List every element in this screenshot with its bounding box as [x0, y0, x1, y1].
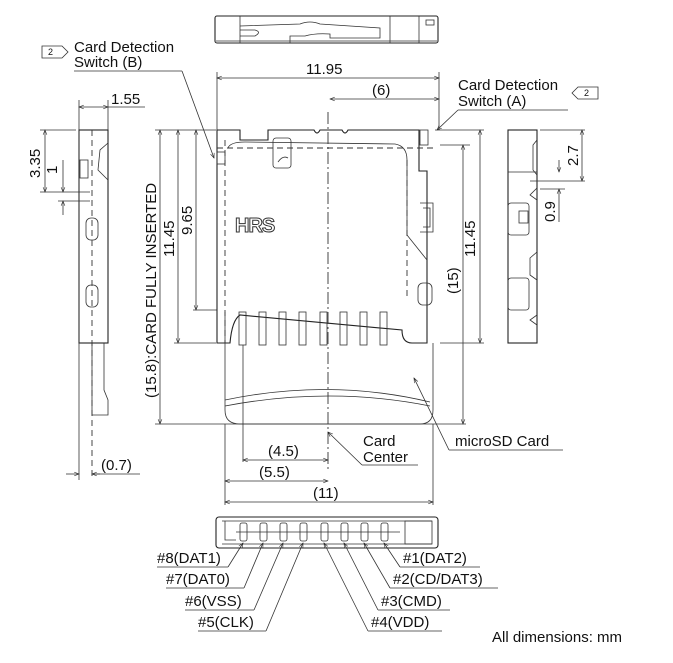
dim-switch-a-offset: (6) — [372, 82, 390, 99]
left-side-view: 1.55 3.35 1 (0.7) — [27, 91, 145, 480]
dim-length-left: 11.45 — [161, 221, 178, 257]
pin-label-3: #3(CMD) — [381, 593, 442, 610]
pin-label-7: #7(DAT0) — [166, 571, 230, 588]
card-detection-b-label-2: Switch (B) — [74, 54, 142, 71]
pin-label-8: #8(DAT1) — [157, 550, 221, 567]
bottom-dimensions: (4.5) (5.5) (11) — [224, 345, 434, 505]
top-dimensions: 11.95 (6) — [216, 61, 440, 130]
pin-callouts: #8(DAT1) #7(DAT0) #6(VSS) #5(CLK) #1(DAT… — [157, 542, 498, 632]
hrs-logo: HRS — [235, 215, 275, 237]
units-note: All dimensions: mm — [492, 629, 622, 646]
pin-label-5: #5(CLK) — [198, 614, 254, 631]
top-profile-view — [214, 15, 439, 44]
right-vertical-dimensions: 11.45 (15) — [435, 129, 484, 425]
card-detection-switch-a-callout: Card Detection Switch (A) 2 — [436, 77, 599, 131]
dim-overall-width: 11.95 — [306, 61, 342, 78]
card-fully-inserted-label: (15.8):CARD FULLY INSERTED — [143, 183, 160, 398]
dim-side-width: 1.55 — [111, 91, 140, 108]
card-center-label-1: Card — [363, 433, 396, 450]
card-center-label-2: Center — [363, 449, 408, 466]
front-pin-view — [215, 516, 439, 549]
dim-right-length: 11.45 — [462, 221, 479, 257]
dim-thickness: (0.7) — [101, 457, 132, 474]
dim-left-small: 1 — [44, 166, 61, 174]
contact-pins — [238, 311, 388, 346]
pin-label-1: #1(DAT2) — [403, 550, 467, 567]
dim-right-total: (15) — [445, 267, 462, 294]
card-center-callout: Card Center — [327, 431, 418, 466]
main-connector-view: HRS — [216, 112, 434, 470]
card-detection-switch-b-callout: 2 Card Detection Switch (B) — [41, 39, 215, 159]
card-detection-a-label-2: Switch (A) — [458, 93, 526, 110]
note-tag-a: 2 — [584, 88, 589, 98]
pin-label-4: #4(VDD) — [371, 614, 429, 631]
card-detection-a-label-1: Card Detection — [458, 77, 558, 94]
dim-card-width: (11) — [313, 485, 339, 502]
dim-pitch-1: (4.5) — [268, 443, 299, 460]
dim-right-small: 0.9 — [542, 201, 559, 222]
dim-pitch-2: (5.5) — [259, 464, 290, 481]
note-tag-b: 2 — [48, 47, 53, 57]
microsd-card-label: microSD Card — [455, 433, 549, 450]
right-side-view: 2.7 0.9 — [507, 129, 585, 344]
pin-label-2: #2(CD/DAT3) — [393, 571, 483, 588]
dim-right-top: 2.7 — [565, 145, 582, 166]
card-detection-b-label-1: Card Detection — [74, 39, 174, 56]
microsd-card-callout: microSD Card — [413, 377, 563, 451]
dim-length-inner: 9.65 — [179, 206, 196, 235]
dim-left-top-height: 3.35 — [27, 149, 44, 178]
pin-label-6: #6(VSS) — [185, 593, 242, 610]
